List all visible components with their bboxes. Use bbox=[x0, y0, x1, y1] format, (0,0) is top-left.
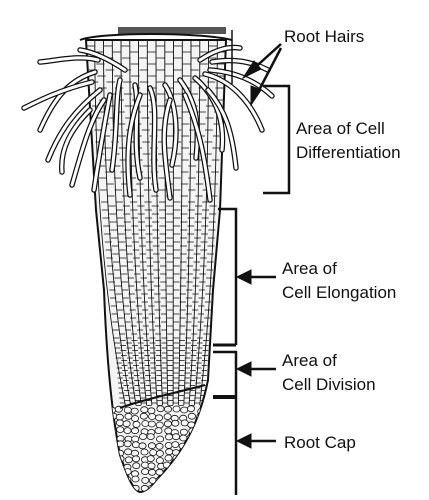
root-top-band bbox=[118, 27, 226, 34]
differentiation-bracket bbox=[263, 86, 289, 193]
root-cap-arrow-head bbox=[237, 434, 251, 448]
labels: Root Hairs Area of Cell Differentiation … bbox=[282, 27, 401, 452]
division-bracket bbox=[213, 352, 236, 397]
division-arrow-head bbox=[237, 362, 251, 376]
label-root-cap: Root Cap bbox=[284, 433, 356, 452]
elongation-bracket bbox=[218, 209, 236, 345]
label-differentiation-line2: Differentiation bbox=[296, 143, 401, 162]
label-elongation-line1: Area of bbox=[282, 259, 337, 278]
arrows bbox=[237, 44, 281, 448]
label-division-line1: Area of bbox=[282, 351, 337, 370]
label-differentiation-line1: Area of Cell bbox=[296, 119, 385, 138]
elongation-arrow-head bbox=[237, 270, 251, 284]
label-elongation-line2: Cell Elongation bbox=[282, 283, 396, 302]
label-division-line2: Cell Division bbox=[282, 375, 376, 394]
label-root-hairs: Root Hairs bbox=[284, 27, 364, 46]
